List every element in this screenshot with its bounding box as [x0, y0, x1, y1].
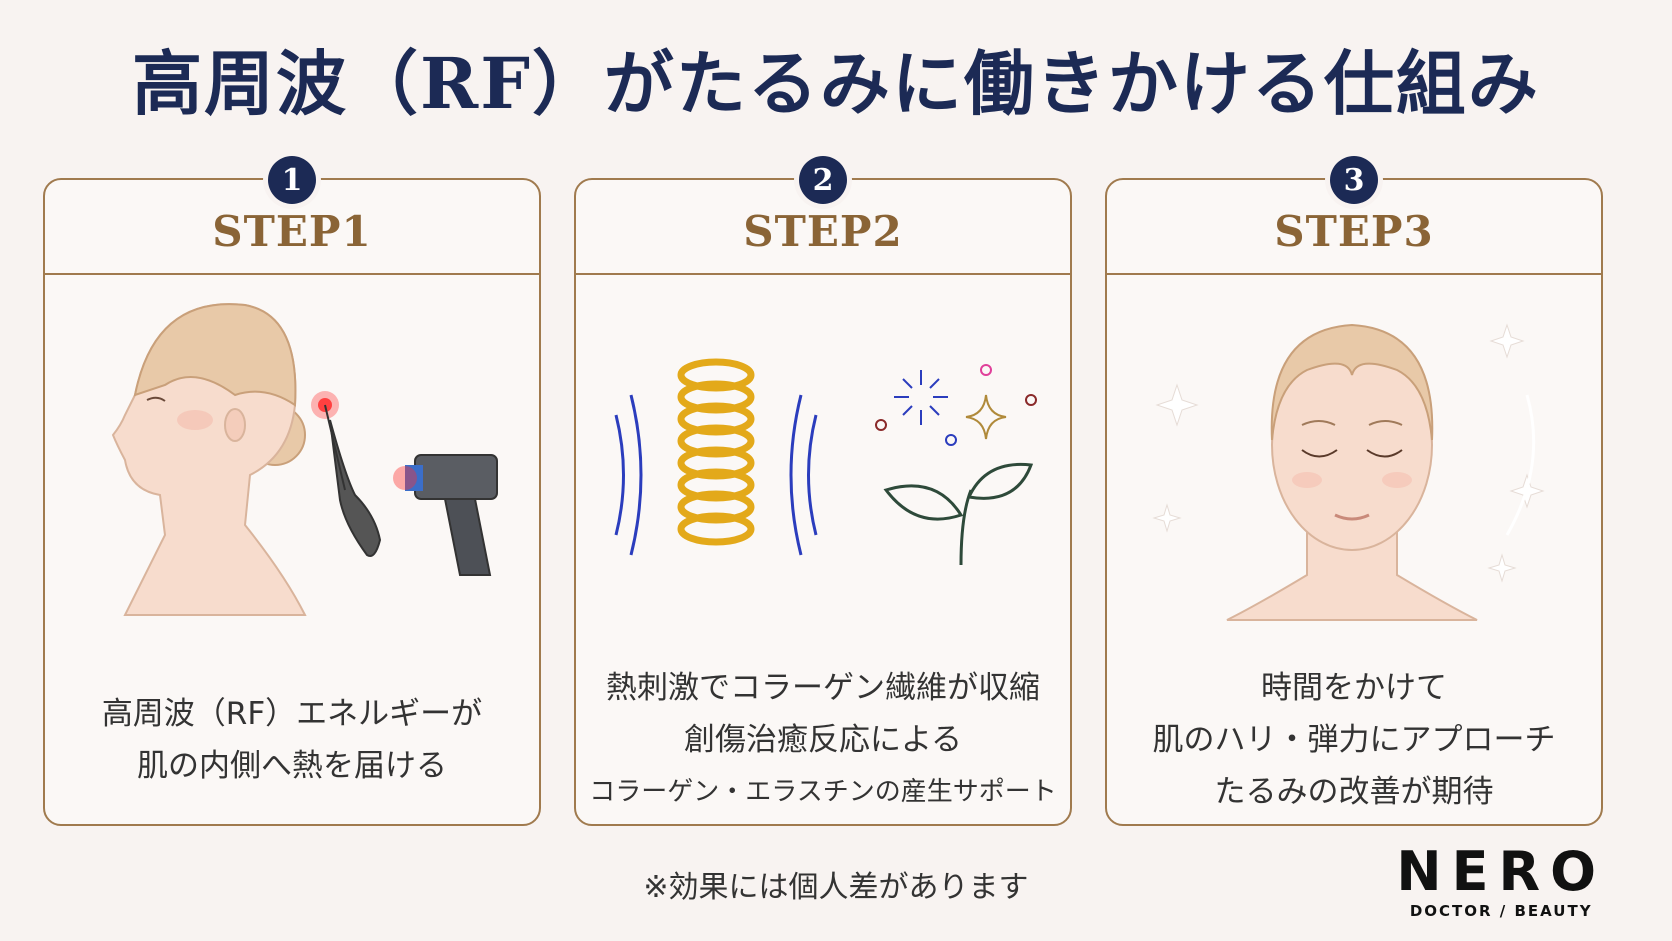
- step1-card: 1 STEP1 高周波（RF）エネルギーが 肌の内側へ熱を届ける: [43, 156, 541, 826]
- step1-line-1: 高周波（RF）エネルギーが: [101, 696, 483, 732]
- logo-sub-text: DOCTOR / BEAUTY: [1409, 902, 1593, 920]
- woman-face-front-sparkle-illustration: [1152, 323, 1545, 621]
- step1-label: STEP1: [212, 207, 372, 256]
- step2-card: 2 STEP2: [574, 156, 1072, 826]
- page-title: 高周波（RF）がたるみに働きかける仕組み: [132, 42, 1540, 125]
- step1-line-2: 肌の内側へ熱を届ける: [137, 748, 447, 784]
- step2-line-2: 創傷治癒反応による: [683, 722, 963, 758]
- step3-description: 時間をかけて 肌のハリ・弾力にアプローチ たるみの改善が期待: [1107, 660, 1601, 820]
- step3-line-2: 肌のハリ・弾力にアプローチ: [1152, 722, 1556, 758]
- step2-header: STEP2: [576, 180, 1070, 275]
- step2-description: 熱刺激でコラーゲン繊維が収縮 創傷治癒反応による コラーゲン・エラスチンの産生サ…: [576, 660, 1070, 820]
- collagen-coil-and-plant-illustration: [614, 358, 1037, 566]
- woman-profile-with-rf-device-illustration: [111, 303, 498, 616]
- step1-header: STEP1: [45, 180, 539, 275]
- step2-line-3: コラーゲン・エラスチンの産生サポート: [589, 777, 1057, 807]
- step2-line-1: 熱刺激でコラーゲン繊維が収縮: [606, 670, 1040, 706]
- step2-label: STEP2: [743, 207, 903, 256]
- step3-number-badge: 3: [1330, 156, 1378, 204]
- step1-description: 高周波（RF）エネルギーが 肌の内側へ熱を届ける: [45, 660, 539, 820]
- step2-number-badge: 2: [799, 156, 847, 204]
- step3-label: STEP3: [1274, 207, 1434, 256]
- step3-line-3: たるみの改善が期待: [1214, 774, 1494, 810]
- step3-card: 3 STEP3 時間をかけて 肌のハリ・弾力にアプローチ たるみの改善が期待: [1105, 156, 1603, 826]
- step3-line-1: 時間をかけて: [1261, 670, 1447, 706]
- logo-main-text: NERO: [1396, 840, 1606, 903]
- disclaimer-note: ※効果には個人差があります: [643, 870, 1029, 905]
- nero-logo: NERO DOCTOR / BEAUTY: [1396, 840, 1606, 921]
- step1-number-badge: 1: [268, 156, 316, 204]
- step3-header: STEP3: [1107, 180, 1601, 275]
